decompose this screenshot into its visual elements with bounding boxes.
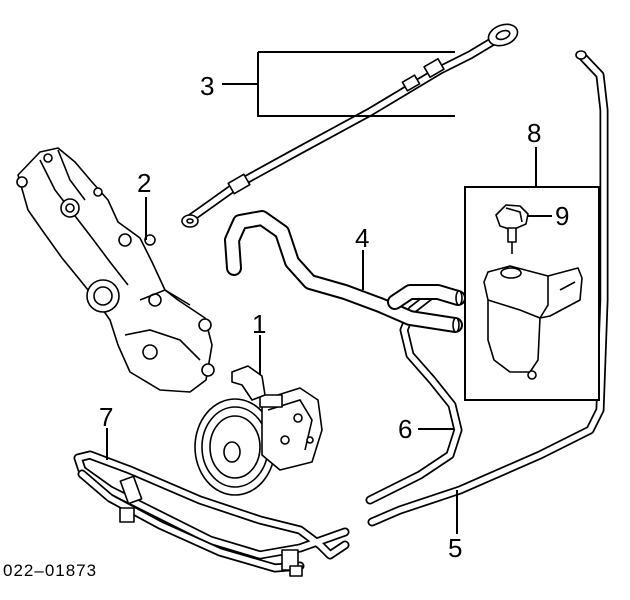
part-1-pump bbox=[194, 365, 323, 496]
leader-lines bbox=[106, 51, 552, 534]
part-2-bracket bbox=[16, 147, 215, 393]
part-7-pipe-assembly bbox=[73, 450, 350, 577]
diagram-code: 022–01873 bbox=[3, 561, 97, 580]
callout-3: 3 bbox=[200, 71, 214, 101]
part-5-return-line bbox=[367, 50, 609, 527]
callout-2: 2 bbox=[137, 168, 151, 198]
callout-4: 4 bbox=[355, 223, 369, 253]
part-3-pressure-line bbox=[181, 23, 519, 228]
part-8-reservoir bbox=[483, 265, 583, 380]
callout-6: 6 bbox=[398, 414, 412, 444]
part-4-suction-hose bbox=[224, 210, 466, 333]
callout-9: 9 bbox=[555, 201, 569, 231]
callout-8: 8 bbox=[527, 118, 541, 148]
callout-5: 5 bbox=[448, 533, 462, 563]
part-9-cap bbox=[495, 204, 529, 254]
callout-7: 7 bbox=[99, 402, 113, 432]
callout-1: 1 bbox=[252, 309, 266, 339]
